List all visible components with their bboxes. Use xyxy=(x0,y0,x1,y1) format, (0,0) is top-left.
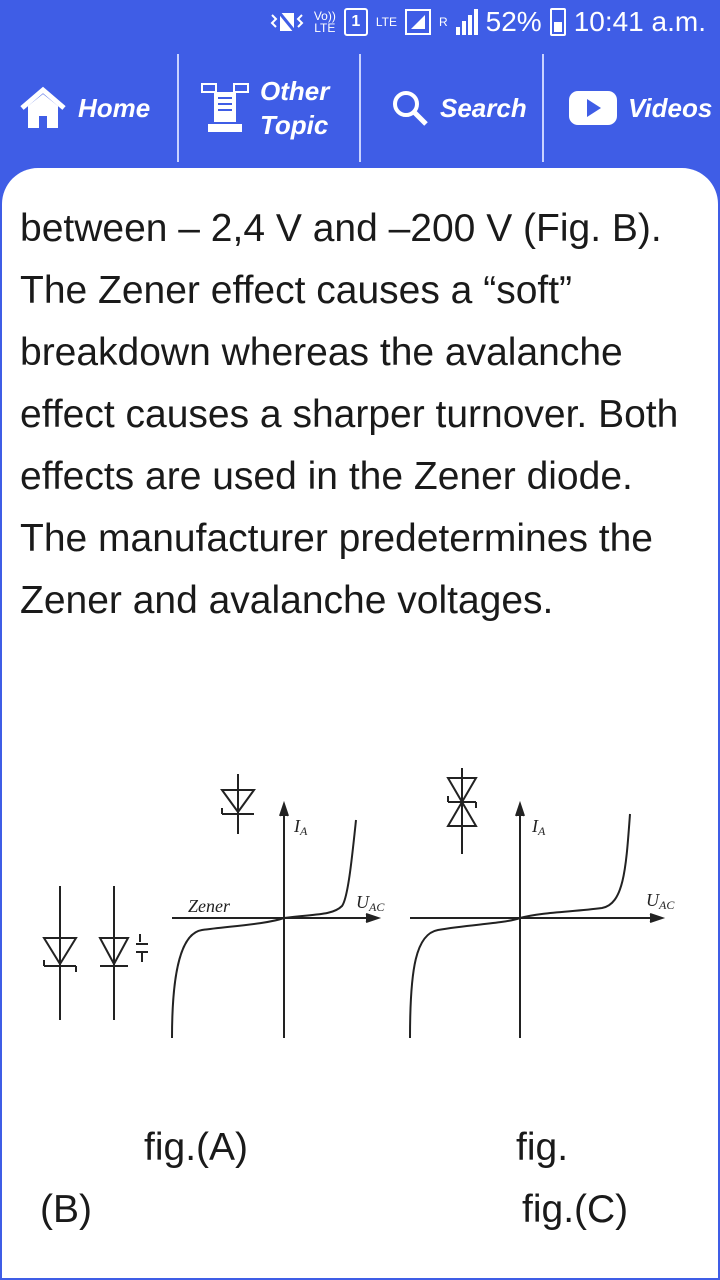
fig-a-zener-label: Zener xyxy=(188,896,231,916)
signal-bars-icon xyxy=(455,9,478,35)
fig-c-ia-label: IA xyxy=(531,816,546,838)
search-icon xyxy=(393,91,428,126)
nav-other-line1: Other xyxy=(260,76,330,106)
top-nav: Home Other Topic Search Videos xyxy=(0,48,720,168)
fig-c-axes xyxy=(410,800,666,1038)
status-bar: Vo)) LTE 1 LTE R 52% 10:41 a.m. xyxy=(0,0,720,48)
nav-videos-label: Videos xyxy=(628,92,713,123)
lte-indicator: LTE xyxy=(375,15,397,29)
clock: 10:41 a.m. xyxy=(573,6,706,37)
volte-text: Vo)) xyxy=(313,9,336,23)
fig-a-ia-label: IA xyxy=(293,816,308,838)
nav-videos-button[interactable]: Videos xyxy=(568,48,712,168)
nav-other-topic-label: Other Topic xyxy=(260,74,329,142)
nav-search-label: Search xyxy=(440,92,527,123)
fig-c-diode-icon xyxy=(446,768,478,854)
fig-c-uac-sub: AC xyxy=(658,898,675,912)
volte-lte-text: LTE xyxy=(314,21,336,35)
zener-characteristics-figure: Zener IA UAC IA UAC xyxy=(42,768,675,1039)
caption-fig-c: fig.(C) xyxy=(522,1188,629,1231)
content-panel: between – 2,4 V and –200 V (Fig. B). The… xyxy=(2,168,718,1278)
nav-home-button[interactable]: Home xyxy=(18,48,150,168)
battery-icon xyxy=(549,8,566,36)
nav-divider xyxy=(542,54,544,162)
nav-other-topic-button[interactable]: Other Topic xyxy=(200,48,329,168)
roaming-indicator: R xyxy=(438,15,448,29)
diode-symbol-standard xyxy=(42,886,78,1020)
fig-a-uac-sub: AC xyxy=(368,900,385,914)
fig-a-ia-main: I xyxy=(293,816,301,836)
nav-divider xyxy=(359,54,361,162)
play-icon xyxy=(569,91,617,125)
fig-c-uac-main: U xyxy=(646,890,660,910)
fig-c-uac-label: UAC xyxy=(646,890,675,912)
fig-c-curve xyxy=(409,813,631,1039)
battery-percent: 52% xyxy=(485,6,542,37)
article-paragraph: between – 2,4 V and –200 V (Fig. B). The… xyxy=(20,207,679,622)
fig-a-uac-label: UAC xyxy=(356,892,385,914)
nav-divider xyxy=(177,54,179,162)
fig-c-ia-main: I xyxy=(531,816,539,836)
fig-c-ia-sub: A xyxy=(537,824,546,838)
document-icon xyxy=(201,83,249,132)
volte-indicator: Vo)) LTE xyxy=(314,10,336,34)
diode-symbol-with-capacitor xyxy=(98,886,148,1020)
nav-other-line2: Topic xyxy=(260,110,329,140)
fig-a-diode-icon xyxy=(220,774,256,834)
fig-a-curve xyxy=(171,819,357,1039)
caption-fig: fig. xyxy=(516,1126,569,1169)
caption-b: (B) xyxy=(40,1188,92,1231)
fig-a-uac-main: U xyxy=(356,892,370,912)
sim-indicator: 1 xyxy=(343,8,368,36)
home-icon xyxy=(20,86,66,128)
nav-search-button[interactable]: Search xyxy=(390,48,527,168)
nav-home-label: Home xyxy=(78,92,151,123)
status-icons: Vo)) LTE 1 LTE R 52% 10:41 a.m. xyxy=(268,6,706,38)
caption-fig-a: fig.(A) xyxy=(144,1126,249,1169)
vibrate-icon xyxy=(270,10,304,34)
signal-icon xyxy=(404,9,431,35)
fig-a-ia-sub: A xyxy=(299,824,308,838)
